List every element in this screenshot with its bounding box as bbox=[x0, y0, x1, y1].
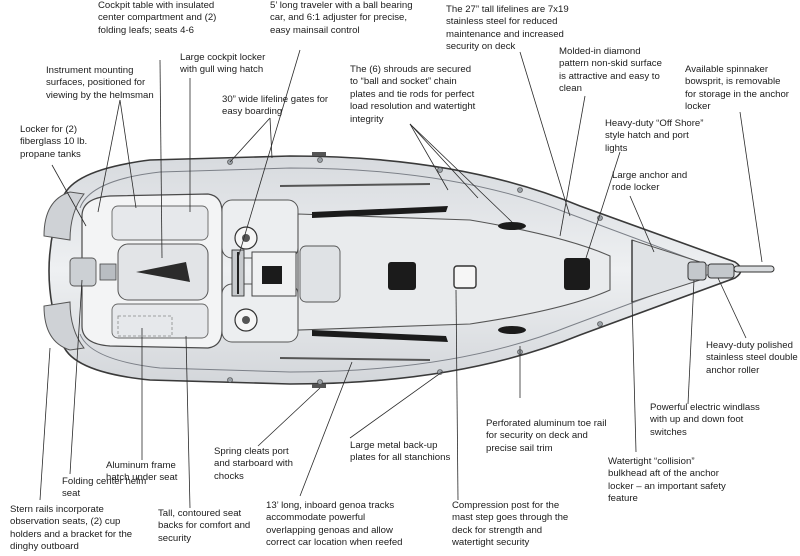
callout-toe-rail: Perforated aluminum toe rail for securit… bbox=[486, 418, 607, 454]
portlight-starboard bbox=[312, 330, 448, 342]
hatch-fore bbox=[564, 258, 590, 290]
callout-cockpit-table: Cockpit table with insulated center comp… bbox=[98, 0, 217, 36]
leader-lifeline-gates-2 bbox=[269, 117, 273, 159]
callout-cockpit-locker: Large cockpit locker with gull wing hatc… bbox=[180, 52, 266, 76]
leader-backup-plates bbox=[349, 371, 443, 439]
leader-propane bbox=[51, 164, 87, 227]
callout-anchor-roller: Heavy-duty polished stainless steel doub… bbox=[706, 340, 798, 376]
spring-cleat-starboard bbox=[312, 384, 326, 388]
aluminum-hatch-outline bbox=[117, 315, 173, 337]
leader-cockpit-table bbox=[159, 59, 163, 259]
spring-cleat-port bbox=[312, 152, 326, 156]
companionway-hatch-dark bbox=[262, 266, 282, 284]
leader-shrouds-2 bbox=[409, 123, 479, 199]
leader-bowsprit bbox=[739, 111, 763, 263]
callout-bowsprit: Available spinnaker bowsprit, is removab… bbox=[685, 64, 789, 113]
pedestal bbox=[99, 263, 117, 281]
callout-backup-plates: Large metal back-up plates for all stanc… bbox=[350, 440, 451, 464]
callout-shrouds: The (6) shrouds are secured to “ball and… bbox=[350, 64, 476, 125]
windlass bbox=[687, 261, 707, 281]
leader-shrouds-1 bbox=[409, 123, 449, 191]
leader-lifelines bbox=[519, 51, 571, 217]
genoa-track-starboard bbox=[279, 357, 431, 361]
cockpit-seat-port bbox=[111, 205, 209, 241]
table-center-compartment bbox=[136, 262, 190, 282]
chainplate-port bbox=[498, 222, 526, 230]
helm-seat bbox=[69, 257, 97, 287]
callout-helm-seat: Folding center helm seat bbox=[62, 476, 147, 500]
callout-stern-rails: Stern rails incorporate observation seat… bbox=[10, 504, 133, 553]
callout-lifelines: The 27” tall lifelines are 7x19 stainles… bbox=[446, 4, 569, 53]
callout-anchor-locker: Large anchor and rode locker bbox=[612, 170, 688, 194]
genoa-track-port bbox=[279, 183, 431, 187]
leader-anchor-roller bbox=[717, 277, 747, 339]
leader-hatch bbox=[585, 151, 621, 259]
leader-collision bbox=[631, 299, 637, 453]
callout-spring-cleats: Spring cleats port and starboard with ch… bbox=[214, 446, 293, 482]
companionway-hatch bbox=[251, 251, 297, 297]
callout-aluminum-hatch: Aluminum frame hatch under seat bbox=[106, 460, 178, 484]
callout-compression-post: Compression post for the mast step goes … bbox=[452, 500, 569, 549]
cockpit-seat-starboard bbox=[111, 303, 209, 339]
leader-stern-rails bbox=[39, 347, 51, 501]
leader-shrouds-3 bbox=[409, 123, 513, 223]
leader-traveler bbox=[237, 49, 301, 259]
callout-windlass: Powerful electric windlass with up and d… bbox=[650, 402, 760, 438]
callout-seat-backs: Tall, contoured seat backs for comfort a… bbox=[158, 508, 251, 544]
stern-seat-starboard bbox=[43, 301, 85, 351]
leader-spring-cleats bbox=[257, 387, 321, 447]
leader-seat-backs bbox=[185, 335, 191, 509]
hatch-forward bbox=[388, 262, 416, 290]
callout-propane-locker: Locker for (2) fiberglass 10 lb. propane… bbox=[20, 124, 88, 160]
leader-nonskid bbox=[559, 95, 586, 237]
portlight-port bbox=[312, 206, 448, 218]
leader-instrument-2 bbox=[119, 99, 137, 209]
leader-instrument-1 bbox=[97, 99, 121, 213]
chainplate-starboard bbox=[498, 326, 526, 334]
hatch-mid bbox=[453, 265, 477, 289]
leader-compression-post bbox=[455, 289, 459, 501]
leader-genoa-tracks bbox=[299, 361, 353, 497]
mast-step bbox=[299, 245, 341, 303]
bowsprit bbox=[733, 265, 775, 273]
leader-helm-seat bbox=[69, 279, 83, 475]
stanchion-bases bbox=[227, 157, 603, 385]
leader-lifeline-gates-1 bbox=[229, 117, 271, 163]
callout-nonskid: Molded-in diamond pattern non-skid surfa… bbox=[559, 46, 662, 95]
callout-instrument-mounting: Instrument mounting surfaces, positioned… bbox=[46, 65, 154, 101]
callout-lifeline-gates: 30” wide lifeline gates for easy boardin… bbox=[222, 94, 329, 118]
callout-hatch-portlights: Heavy-duty “Off Shore” style hatch and p… bbox=[605, 118, 704, 154]
leader-anchor-locker bbox=[629, 195, 655, 253]
callout-genoa-tracks: 13’ long, inboard genoa tracks accommoda… bbox=[266, 500, 403, 549]
callout-traveler: 5’ long traveler with a ball bearing car… bbox=[270, 0, 413, 36]
callout-collision-bulkhead: Watertight “collision” bulkhead aft of t… bbox=[608, 456, 726, 505]
leader-windlass bbox=[687, 279, 695, 405]
